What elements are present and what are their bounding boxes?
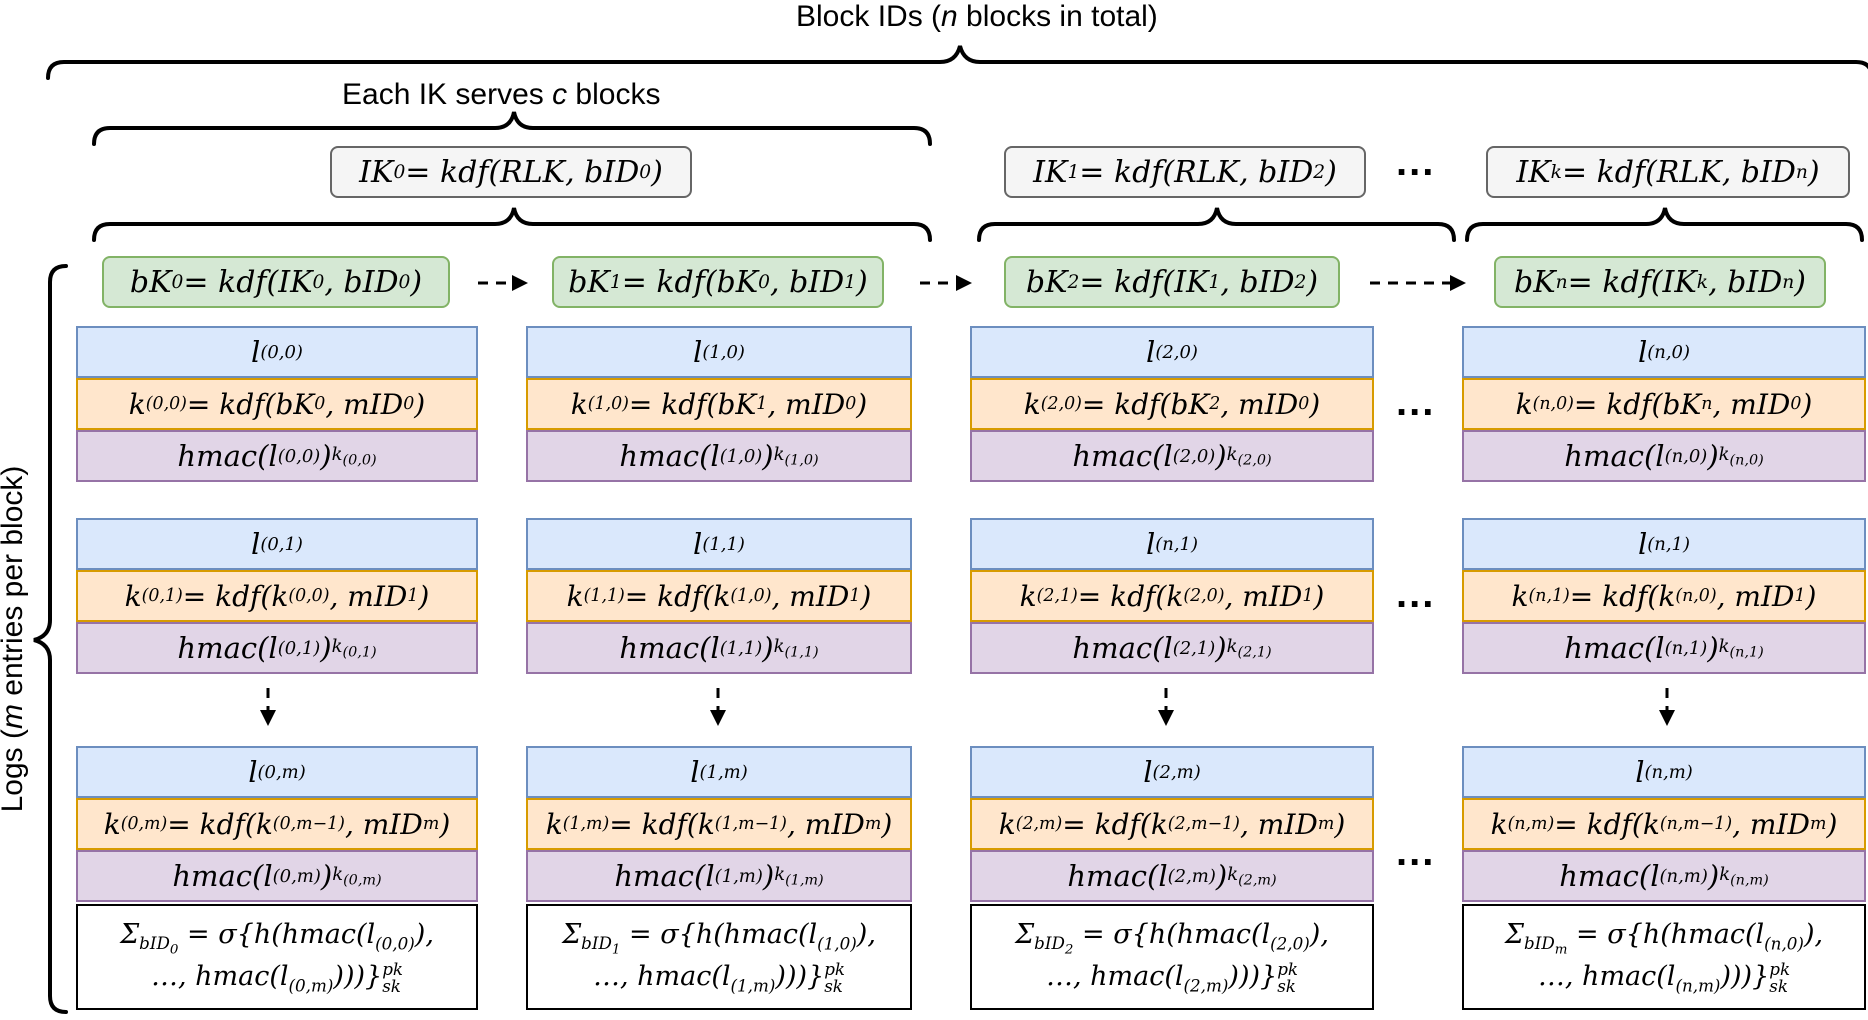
hmac-cell: hmac(l(0,m))k(0,m) bbox=[76, 850, 478, 902]
hmac-cell: hmac(l(1,m))k(1,m) bbox=[526, 850, 912, 902]
hmac-cell: hmac(l(n,m))k(n,m) bbox=[1462, 850, 1866, 902]
log-entry-cell: l(2,m) bbox=[970, 746, 1374, 798]
log-entry-cell: l(n,m) bbox=[1462, 746, 1866, 798]
col-ellipsis-row0: ... bbox=[1396, 380, 1436, 424]
ik0-brace bbox=[92, 207, 932, 242]
block-signature-cell: ΣbIDm = σ{h(hmac(l(n,0)),…, hmac(l(n,m))… bbox=[1462, 904, 1866, 1010]
col-ellipsis-row1: ... bbox=[1396, 572, 1436, 616]
log-entry-cell: l(n,1) bbox=[1462, 518, 1866, 570]
logs-side-label: Logs (m entries per block) bbox=[0, 465, 29, 813]
block-ids-label: Block IDs (n blocks in total) bbox=[796, 0, 1158, 33]
log-entry-cell: l(n,0) bbox=[1462, 326, 1866, 378]
hmac-cell: hmac(l(2,1))k(2,1) bbox=[970, 622, 1374, 674]
block-signature-cell: ΣbID0 = σ{h(hmac(l(0,0)),…, hmac(l(0,m))… bbox=[76, 904, 478, 1010]
hmac-cell: hmac(l(0,0))k(0,0) bbox=[76, 430, 478, 482]
log-entry-cell: l(0,0) bbox=[76, 326, 478, 378]
hmac-cell: hmac(l(2,m))k(2,m) bbox=[970, 850, 1374, 902]
ik-serves-brace bbox=[92, 111, 932, 146]
block-signature-cell: ΣbID2 = σ{h(hmac(l(2,0)),…, hmac(l(2,m))… bbox=[970, 904, 1374, 1010]
col-ellipsis-row2: ... bbox=[1396, 830, 1436, 874]
log-entry-cell: l(0,m) bbox=[76, 746, 478, 798]
logs-brace bbox=[33, 264, 68, 1014]
ik-serves-label: Each IK serves c blocks bbox=[342, 78, 661, 111]
hmac-cell: hmac(l(n,0))k(n,0) bbox=[1462, 430, 1866, 482]
signature-line-1: ΣbID0 = σ{h(hmac(l(0,0)), bbox=[120, 918, 434, 958]
block-signature-cell: ΣbID1 = σ{h(hmac(l(1,0)),…, hmac(l(1,m))… bbox=[526, 904, 912, 1010]
hmac-cell: hmac(l(n,1))k(n,1) bbox=[1462, 622, 1866, 674]
ikk-brace bbox=[1465, 207, 1864, 242]
log-entry-cell: l(1,0) bbox=[526, 326, 912, 378]
log-entry-cell: l(1,m) bbox=[526, 746, 912, 798]
hmac-cell: hmac(l(1,0))k(1,0) bbox=[526, 430, 912, 482]
ik1-brace bbox=[977, 207, 1456, 242]
log-entry-cell: l(1,1) bbox=[526, 518, 912, 570]
block-ids-brace bbox=[46, 45, 1868, 80]
signature-line-1: ΣbID1 = σ{h(hmac(l(1,0)), bbox=[562, 918, 876, 958]
signature-line-1: ΣbIDm = σ{h(hmac(l(n,0)), bbox=[1504, 918, 1824, 958]
signature-line-1: ΣbID2 = σ{h(hmac(l(2,0)), bbox=[1015, 918, 1329, 958]
log-entry-cell: l(0,1) bbox=[76, 518, 478, 570]
log-entry-cell: l(2,0) bbox=[970, 326, 1374, 378]
log-entry-cell: l(n,1) bbox=[970, 518, 1374, 570]
hmac-cell: hmac(l(1,1))k(1,1) bbox=[526, 622, 912, 674]
hmac-cell: hmac(l(2,0))k(2,0) bbox=[970, 430, 1374, 482]
ik-ellipsis: ... bbox=[1396, 140, 1436, 184]
hmac-cell: hmac(l(0,1))k(0,1) bbox=[76, 622, 478, 674]
